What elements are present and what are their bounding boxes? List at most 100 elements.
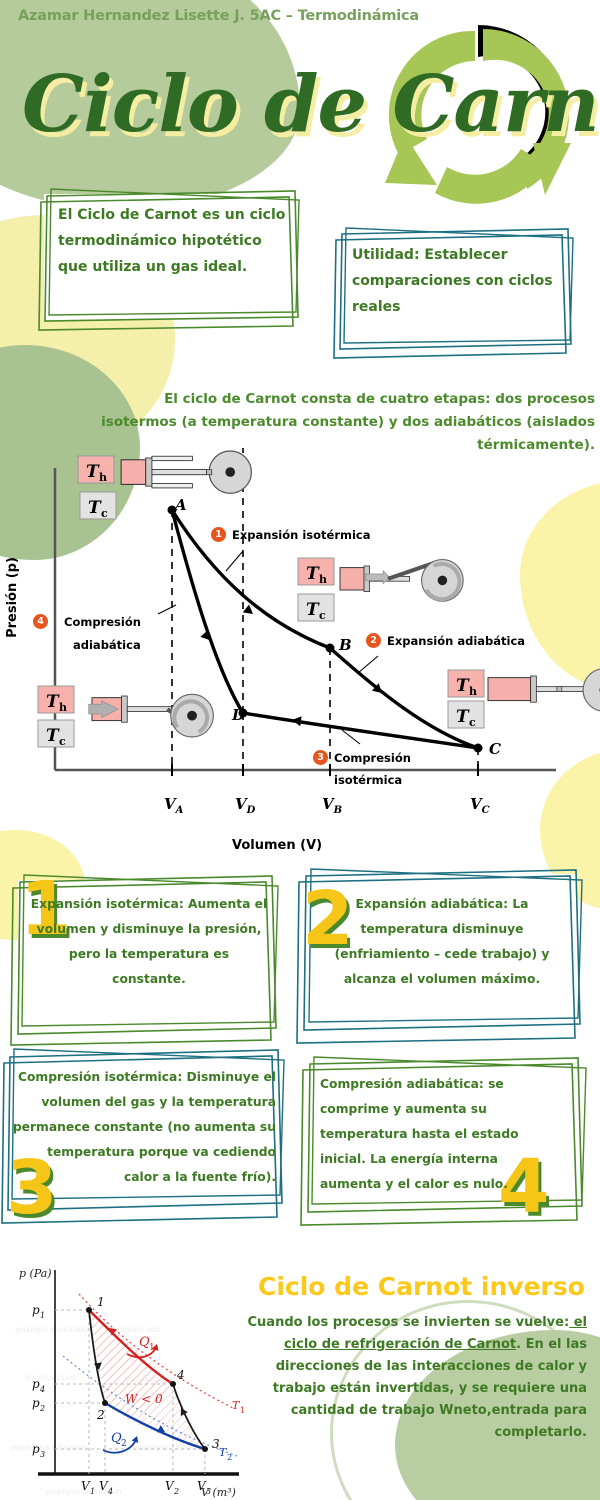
svg-text:1: 1 [240,1406,245,1415]
definition-box: El Ciclo de Carnot es un ciclo termodiná… [36,180,308,335]
inverse-body-part1: Cuando los procesos se invierten se vuel… [247,1315,570,1330]
svg-text:c: c [469,716,476,729]
svg-text:1: 1 [149,1343,155,1353]
svg-text:2: 2 [121,1439,127,1449]
pv-y-axis-label: Presión (p) [4,557,20,638]
svg-text:2: 2 [227,1453,232,1462]
stage-text-3: Compresión isotérmica: Disminuye el volu… [12,1070,276,1184]
pv-point-C: C [489,740,501,758]
svg-text:T: T [219,1446,228,1459]
svg-text:youphysics.education: youphysics.education [15,1325,92,1334]
svg-text:1: 1 [40,1311,45,1320]
pv-point-A: A [175,496,187,514]
svg-text:2: 2 [39,1404,45,1413]
stage-box-3: 3 Compresión isotérmica: Disminuye el vo… [0,1043,292,1233]
svg-text:c: c [101,507,108,520]
svg-text:3: 3 [206,1487,211,1496]
svg-text:p: p [32,1303,40,1317]
stage-box-2-frame [296,868,583,1044]
svg-text:2: 2 [96,1408,105,1422]
svg-text:1: 1 [90,1487,95,1496]
reservoir-label-hot-1: T h [77,455,115,484]
svg-text:p: p [32,1396,40,1410]
svg-text:Q: Q [111,1431,122,1446]
stage-text-4: Compresión adiabática: se comprime y aum… [320,1077,519,1191]
svg-text:youphysics.ed: youphysics.ed [25,1373,76,1382]
svg-text:4: 4 [39,1385,45,1394]
svg-text:h: h [469,685,477,698]
pv-step-2-badge: 2 [366,633,381,648]
svg-text:V: V [197,1479,207,1493]
utility-box-frame [333,227,574,359]
stage-number-1: 1 [20,866,72,952]
pv-diagram: T h T c T h T c [37,448,600,776]
svg-text:T: T [306,600,320,620]
svg-text:T: T [306,564,320,584]
svg-text:V: V [165,1479,175,1493]
svg-text:T: T [88,498,102,518]
svg-text:p: p [32,1442,40,1456]
svg-text:W < 0: W < 0 [125,1392,163,1406]
four-stages-paragraph: El ciclo de Carnot consta de cuatro etap… [101,391,595,453]
svg-text:1: 1 [97,1295,105,1309]
recycle-arrows-icon [385,25,571,204]
page-title: Ciclo de Carnot [22,59,600,150]
svg-text:T: T [46,692,60,712]
pv-step-4-label-a: Compresión [64,615,141,629]
svg-text:T: T [456,707,470,727]
inverse-cycle-body: Cuando los procesos se invierten se vuel… [242,1312,588,1444]
pv-step-3-badge: 3 [313,750,328,765]
author-line: Azamar Hernandez Lisette J. 5AC – Termod… [18,8,419,24]
svg-text:V: V [81,1479,91,1493]
stage-number-4: 4 [498,1144,550,1230]
svg-text:3: 3 [212,1437,220,1451]
svg-text:T: T [232,1399,241,1412]
reservoir-label-cold-4: T c [37,719,75,748]
svg-text:youphysics.education: youphysics.education [10,1443,87,1452]
utility-text: Utilidad: Establecer comparaciones con c… [352,247,553,315]
svg-text:4: 4 [176,1368,185,1382]
inverse-cycle-diagram: youphysics.education youphysics.edu youp… [10,1267,245,1499]
reservoir-label-hot-3: T h [447,669,485,698]
svg-text:c: c [59,735,66,748]
svg-text:V: V [99,1479,109,1493]
pv-step-4-label-b: adiabática [73,638,141,652]
definition-text: El Ciclo de Carnot es un ciclo termodiná… [58,207,286,275]
stage-number-2: 2 [302,876,354,962]
svg-text:T: T [86,462,100,482]
pv-step-3-label-b: isotérmica [334,773,403,787]
inverse-body-underlined: el ciclo de refrigeración de Carnot [283,1315,587,1352]
pv-step-2-label: Expansión adiabática [387,634,526,648]
reservoir-label-hot-2: T h [297,557,335,586]
pv-point-D: D [232,706,246,724]
svg-text:h: h [99,471,107,484]
svg-text:T: T [456,676,470,696]
pv-vtick-VB: VB [322,795,343,816]
svg-text:Q: Q [139,1335,150,1350]
reservoir-label-cold-1: T c [79,491,117,520]
pv-vtick-VA: VA [164,795,184,816]
stage-box-1: 1 Expansión isotérmica: Aumenta el volum… [6,868,288,1054]
inverse-cycle-title: Ciclo de Carnot inverso [258,1272,585,1301]
reservoir-label-cold-3: T c [447,700,485,729]
svg-text:T: T [46,726,60,746]
svg-text:c: c [319,609,326,622]
pv-point-B: B [339,636,352,654]
svg-text:3: 3 [40,1450,45,1459]
pv-step-4-badge: 4 [33,614,48,629]
pv-x-axis-label: Volumen (V) [232,838,323,853]
stage-number-3: 3 [6,1145,58,1231]
svg-text:h: h [59,701,67,714]
inverse-body-part2: . En el las direcciones de las interacci… [272,1337,587,1440]
stage-box-3-frame [1,1048,285,1224]
pv-step-1-label: Expansión isotérmica [232,528,371,542]
svg-text:h: h [319,573,327,586]
stage-text-2: Expansión adiabática: La temperatura dis… [334,897,550,986]
svg-text:youphysics.edu: youphysics.edu [105,1325,160,1334]
svg-text:4: 4 [107,1487,113,1496]
pv-step-3-label-a: Compresión [334,751,411,765]
stage-box-4-frame [300,1056,587,1226]
svg-text:youphysics.education: youphysics.education [45,1487,122,1496]
svg-text:2: 2 [173,1487,179,1496]
